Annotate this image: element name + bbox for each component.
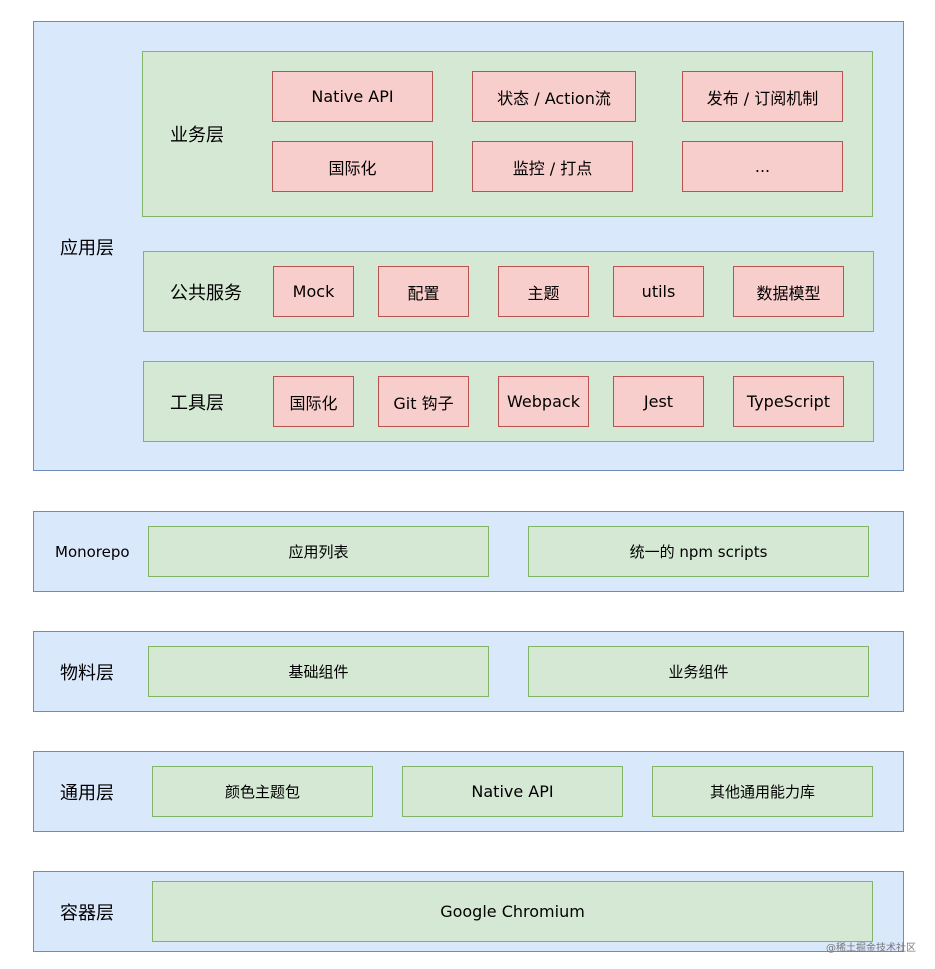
business-layer-label: 业务层 [170, 125, 224, 146]
tool-item-webpack: Webpack [498, 376, 589, 427]
common-item-native-api: Native API [402, 766, 623, 817]
business-item-state-action: 状态 / Action流 [472, 71, 636, 122]
tools-layer-label: 工具层 [170, 393, 224, 414]
watermark: @稀土掘金技术社区 [826, 943, 916, 954]
common-item-color-theme: 颜色主题包 [152, 766, 373, 817]
service-item-config: 配置 [378, 266, 469, 317]
tool-item-git-hooks: Git 钩子 [378, 376, 469, 427]
service-item-data-model: 数据模型 [733, 266, 844, 317]
monorepo-label: Monorepo [55, 543, 130, 561]
material-item-business-components: 业务组件 [528, 646, 869, 697]
service-item-utils: utils [613, 266, 704, 317]
business-item-more: ... [682, 141, 843, 192]
business-item-monitoring: 监控 / 打点 [472, 141, 633, 192]
tool-item-i18n: 国际化 [273, 376, 354, 427]
monorepo-item-npm-scripts: 统一的 npm scripts [528, 526, 869, 577]
public-services-label: 公共服务 [170, 283, 242, 304]
container-layer-label: 容器层 [60, 903, 114, 924]
business-item-i18n: 国际化 [272, 141, 433, 192]
material-item-base-components: 基础组件 [148, 646, 489, 697]
monorepo-item-app-list: 应用列表 [148, 526, 489, 577]
tool-item-typescript: TypeScript [733, 376, 844, 427]
common-item-other-libs: 其他通用能力库 [652, 766, 873, 817]
business-item-native-api: Native API [272, 71, 433, 122]
common-layer-label: 通用层 [60, 783, 114, 804]
service-item-theme: 主题 [498, 266, 589, 317]
container-item-chromium: Google Chromium [152, 881, 873, 942]
material-layer-label: 物料层 [60, 663, 114, 684]
service-item-mock: Mock [273, 266, 354, 317]
app-layer-label: 应用层 [60, 238, 114, 259]
tool-item-jest: Jest [613, 376, 704, 427]
business-item-pubsub: 发布 / 订阅机制 [682, 71, 843, 122]
